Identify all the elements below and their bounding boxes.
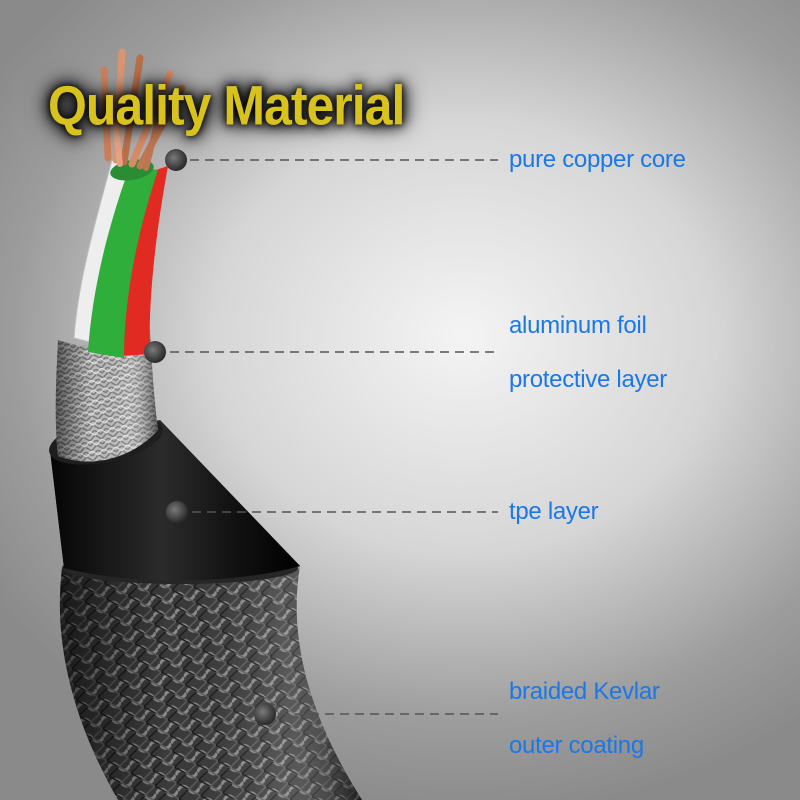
label-aluminum-foil: aluminum foil [509,312,647,339]
label-protective-layer: protective layer [509,366,667,393]
label-tpe-layer: tpe layer [509,498,599,525]
page-title: Quality Material [48,74,405,137]
callout-dot-foil [144,341,166,363]
copper-core [100,48,186,171]
aluminum-foil-layer [55,330,158,462]
braided-outer-coating [59,552,363,800]
label-outer-coating: outer coating [509,732,644,759]
callout-dot-copper [165,149,187,171]
insulated-wires [73,159,168,358]
callout-dot-braid [254,703,276,725]
callout-dot-tpe [166,501,188,523]
label-braided-kevlar: braided Kevlar [509,678,660,705]
label-pure-copper-core: pure copper core [509,146,686,173]
